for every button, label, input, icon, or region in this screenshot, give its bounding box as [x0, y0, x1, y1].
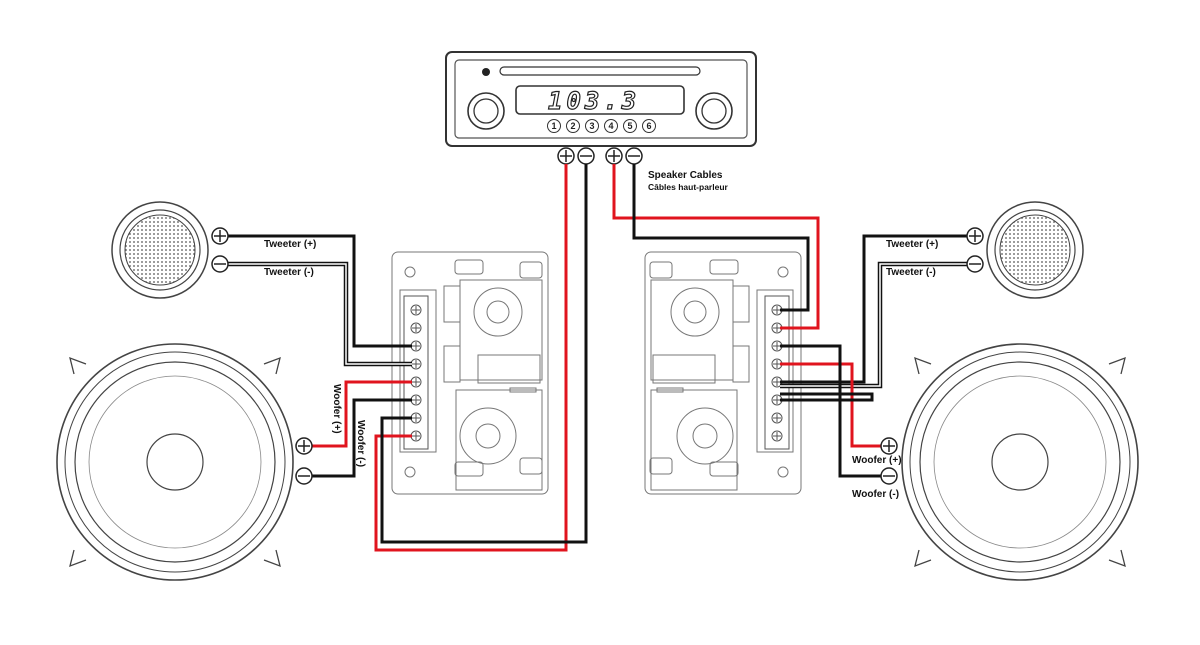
right-tweeter-plus-label: Tweeter (+): [886, 239, 938, 250]
right-tweeter-minus-label: Tweeter (-): [886, 267, 936, 278]
left-woofer: [56, 343, 294, 581]
wire-right-crossover-jumper: [780, 392, 874, 402]
right-crossover-terminal-block: [764, 295, 790, 450]
preset-button-1[interactable]: 1: [547, 119, 561, 133]
right-woofer-plus-terminal-icon: [880, 437, 898, 455]
svg-text:1: 1: [551, 121, 556, 131]
power-indicator: [482, 68, 490, 76]
wires: [226, 164, 968, 552]
svg-text:6: 6: [646, 121, 651, 131]
left-tweeter-minus-terminal-icon: [211, 255, 229, 273]
wire-right-tweeter-positive: [780, 234, 968, 384]
right-crossover-screw-icon: [771, 412, 783, 424]
cd-slot: [499, 66, 701, 76]
head-unit: 103.3 1 2 3 4 5 6: [445, 51, 757, 147]
wire-left-woofer-negative: [310, 398, 412, 478]
wire-right-tweeter-negative-stripe: [780, 263, 968, 387]
wire-right-input-negative: [632, 164, 810, 312]
left-crossover-terminal-block: [403, 295, 429, 450]
right-woofer: [901, 343, 1139, 581]
wire-left-tweeter-negative: [226, 261, 412, 367]
wire-right-input-positive: [612, 164, 820, 330]
right-woofer-minus-label: Woofer (-): [852, 489, 899, 500]
svg-text:4: 4: [608, 121, 613, 131]
left-crossover-screw-icon: [410, 358, 422, 370]
right-tweeter-minus-terminal-icon: [966, 255, 984, 273]
speaker-terminals: [211, 227, 984, 485]
preset-button-4[interactable]: 4: [604, 119, 618, 133]
display-window: [515, 85, 685, 115]
left-crossover-screw-icon: [410, 340, 422, 352]
svg-text:2: 2: [570, 121, 575, 131]
speaker-cables-label-fr: Câbles haut-parleur: [648, 182, 729, 192]
head-unit-terminals: [557, 147, 643, 165]
right-plus-terminal-icon: [605, 147, 623, 165]
left-woofer-minus-terminal-icon: [295, 467, 313, 485]
frequency-display: 103.3: [548, 87, 640, 115]
left-tweeter-minus-label: Tweeter (-): [264, 267, 314, 278]
left-woofer-minus-label: Woofer (-): [355, 420, 366, 467]
left-crossover-screw-icon: [410, 322, 422, 334]
left-woofer-plus-terminal-icon: [295, 437, 313, 455]
right-woofer-minus-terminal-icon: [880, 467, 898, 485]
left-crossover-screw-icon: [410, 430, 422, 442]
preset-button-3[interactable]: 3: [585, 119, 599, 133]
wire-left-input-positive: [374, 164, 568, 552]
speaker-cables-label: Speaker Cables: [648, 170, 723, 181]
right-crossover-screw-icon: [771, 430, 783, 442]
preset-button-5[interactable]: 5: [623, 119, 637, 133]
wire-right-woofer-positive: [780, 362, 882, 448]
preset-buttons: 1 2 3 4 5 6: [547, 119, 656, 133]
wire-left-woofer-positive: [310, 380, 412, 448]
left-crossover-screw-icon: [410, 376, 422, 388]
preset-button-6[interactable]: 6: [642, 119, 656, 133]
left-crossover: [391, 251, 549, 495]
left-knob: [467, 92, 505, 130]
wire-left-input-negative: [380, 164, 588, 544]
right-minus-terminal-icon: [625, 147, 643, 165]
right-knob: [695, 92, 733, 130]
left-woofer-plus-label: Woofer (+): [331, 384, 342, 434]
wire-right-woofer-negative: [780, 344, 882, 478]
left-minus-terminal-icon: [577, 147, 595, 165]
left-crossover-screw-icon: [410, 412, 422, 424]
svg-text:5: 5: [627, 121, 632, 131]
wire-left-tweeter-negative-stripe: [226, 263, 412, 365]
right-crossover-screw-icon: [771, 340, 783, 352]
right-tweeter-plus-terminal-icon: [966, 227, 984, 245]
preset-button-2[interactable]: 2: [566, 119, 580, 133]
wire-left-tweeter-positive: [226, 234, 412, 348]
left-tweeter: [111, 201, 209, 299]
left-tweeter-plus-terminal-icon: [211, 227, 229, 245]
left-crossover-screw-icon: [410, 394, 422, 406]
right-tweeter: [986, 201, 1084, 299]
svg-text:3: 3: [589, 121, 594, 131]
left-plus-terminal-icon: [557, 147, 575, 165]
left-crossover-screw-icon: [410, 304, 422, 316]
right-woofer-plus-label: Woofer (+): [852, 455, 902, 466]
right-crossover: [644, 251, 802, 495]
left-tweeter-plus-label: Tweeter (+): [264, 239, 316, 250]
